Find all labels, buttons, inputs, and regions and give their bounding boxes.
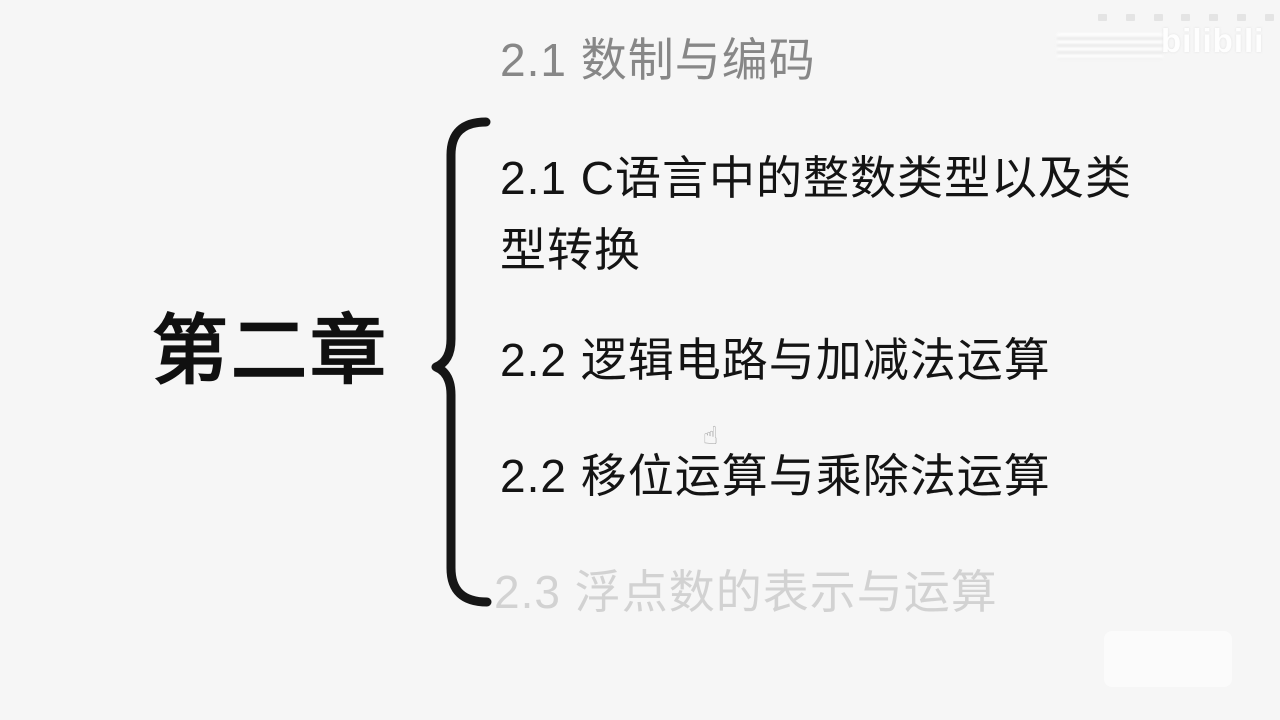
presenter-pointer-icon: ☝: [703, 422, 719, 450]
bilibili-logo: bilibili: [1161, 22, 1265, 59]
outline-item-2: 2.1 C语言中的整数类型以及类型转换: [500, 152, 1132, 276]
uploader-watermark: [1057, 33, 1163, 59]
outline-item-3: 2.2 逻辑电路与加减法运算: [500, 334, 1051, 386]
chapter-title: 第二章: [152, 309, 389, 394]
outline-item-4: 2.2 移位运算与乘除法运算: [500, 450, 1051, 502]
curly-brace: [431, 117, 492, 607]
outline-item-5: 2.3 浮点数的表示与运算: [494, 566, 998, 618]
faded-overlay-panel: [1104, 631, 1232, 687]
outline-item-1: 2.1 数制与编码: [500, 34, 816, 86]
watermark-specks: [1098, 13, 1274, 22]
